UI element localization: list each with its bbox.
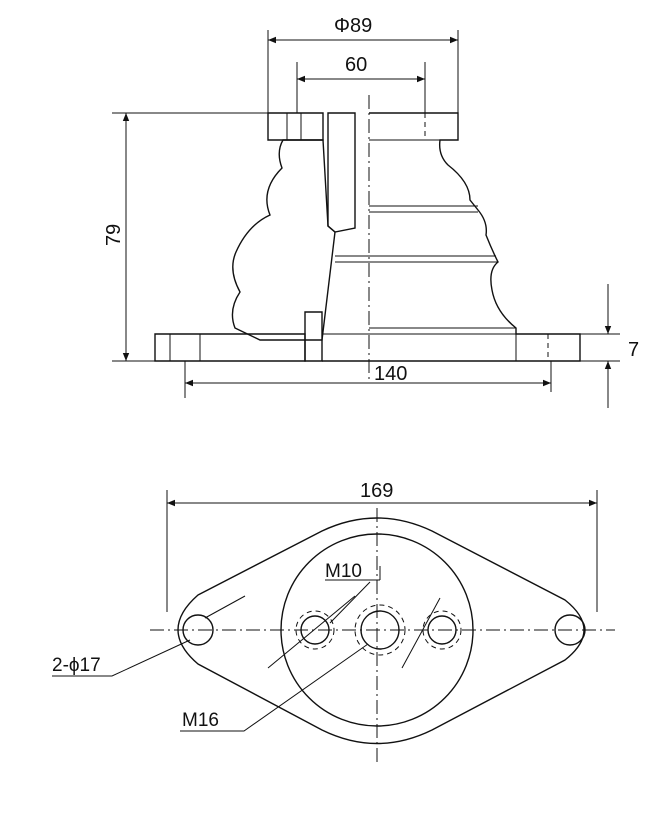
dim-169-label: 169	[360, 480, 393, 502]
insert-section	[327, 112, 356, 233]
label-m10: M10	[325, 561, 362, 582]
dim-140-label: 140	[374, 363, 407, 385]
dim-79-label: 79	[103, 224, 125, 246]
m10-thread-left	[295, 610, 335, 650]
leader-2phi17-line	[52, 639, 191, 677]
dim-60-label: 60	[345, 54, 367, 76]
base-hole-section	[169, 333, 201, 362]
dim-phi89-label: Φ89	[334, 15, 372, 37]
base-boss-section	[304, 311, 323, 362]
label-m16: M16	[182, 710, 219, 731]
label-2phi17: 2-ϕ17	[52, 655, 101, 676]
plan-view: 169 M10 2-ϕ17 M16	[52, 480, 615, 766]
leader-m10-line	[329, 581, 371, 624]
leader-m16-line	[180, 643, 369, 732]
base-plate-section	[154, 333, 306, 362]
m10-thread-right	[422, 610, 462, 650]
top-hole-section	[286, 112, 302, 141]
hole-axis-m10-right	[401, 597, 441, 669]
rubber-body-section	[231, 139, 336, 341]
base-outline	[177, 517, 585, 745]
m16-thread	[354, 604, 406, 656]
front-section-view: Φ89 60 79 140 7	[103, 15, 639, 408]
hole-axis-left	[204, 595, 246, 619]
top-flange-section	[267, 112, 324, 141]
hole-axis-m10-left	[267, 595, 356, 669]
dim-7-label: 7	[628, 339, 639, 361]
right-half-outline	[369, 112, 581, 362]
